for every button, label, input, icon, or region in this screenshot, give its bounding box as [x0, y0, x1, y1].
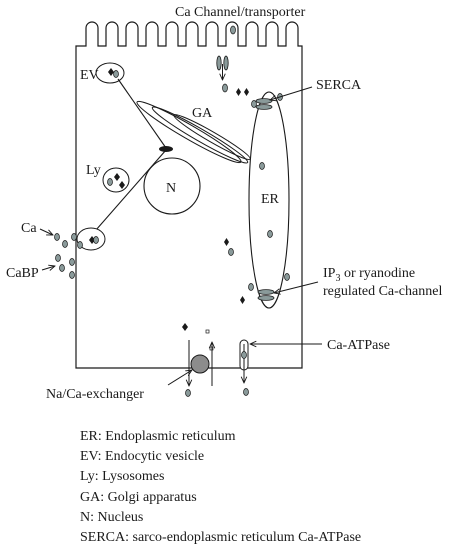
- legend-entry: ER: Endoplasmic reticulum: [80, 429, 236, 444]
- cell-membrane: [75, 21, 303, 369]
- label-serca: SERCA: [316, 78, 362, 93]
- serca-arrow: [270, 86, 313, 100]
- extracellular-ions: [54, 233, 83, 279]
- label-ca: Ca: [21, 221, 37, 236]
- label-cabp: CaBP: [6, 266, 39, 281]
- legend-entry: EV: Endocytic vesicle: [80, 449, 205, 465]
- legend-entry: N: Nucleus: [80, 509, 144, 525]
- lysosome: [102, 167, 130, 193]
- ca-atpase-pump: [239, 339, 249, 396]
- label-n: N: [166, 181, 176, 196]
- label-ip3-line2: regulated Ca-channel: [323, 284, 442, 299]
- legend-entry: Ly: Lysosomes: [80, 469, 165, 485]
- label-ly: Ly: [86, 163, 101, 178]
- legend-entry: SERCA: sarco-endoplasmic reticulum Ca-AT…: [80, 530, 362, 546]
- serca-pump: [251, 93, 283, 110]
- legend: ER: Endoplasmic reticulum EV: Endocytic …: [80, 427, 460, 548]
- label-er: ER: [261, 192, 280, 207]
- ip3-arrow: [274, 281, 319, 293]
- legend-entry: GA: Golgi apparatus: [80, 489, 197, 505]
- exchanger-arrow: [167, 370, 192, 386]
- label-ip3: IP3 or ryanodine: [323, 266, 415, 284]
- vesicle-dot: [159, 146, 173, 152]
- ion-diamond: [224, 238, 229, 246]
- ip3-ryanodine-channel: [257, 289, 275, 301]
- label-na-ca-exchanger: Na/Ca-exchanger: [46, 387, 144, 402]
- ca-channel-transporter: [216, 25, 249, 96]
- label-ga: GA: [192, 106, 213, 121]
- nucleus: [143, 157, 201, 215]
- ion-diamond: [240, 296, 245, 304]
- cytoplasm-ions: [228, 162, 290, 291]
- label-ev: EV: [80, 68, 99, 83]
- label-ca-atpase: Ca-ATPase: [327, 338, 390, 353]
- ca-arrow: [39, 228, 53, 235]
- endoplasmic-reticulum: [248, 91, 290, 309]
- endocytic-vesicle: [95, 62, 167, 149]
- cabp-arrow: [41, 266, 55, 270]
- basolateral-vesicle: [76, 149, 167, 251]
- na-ca-exchanger: [182, 323, 213, 397]
- label-ca-channel: Ca Channel/transporter: [175, 5, 306, 20]
